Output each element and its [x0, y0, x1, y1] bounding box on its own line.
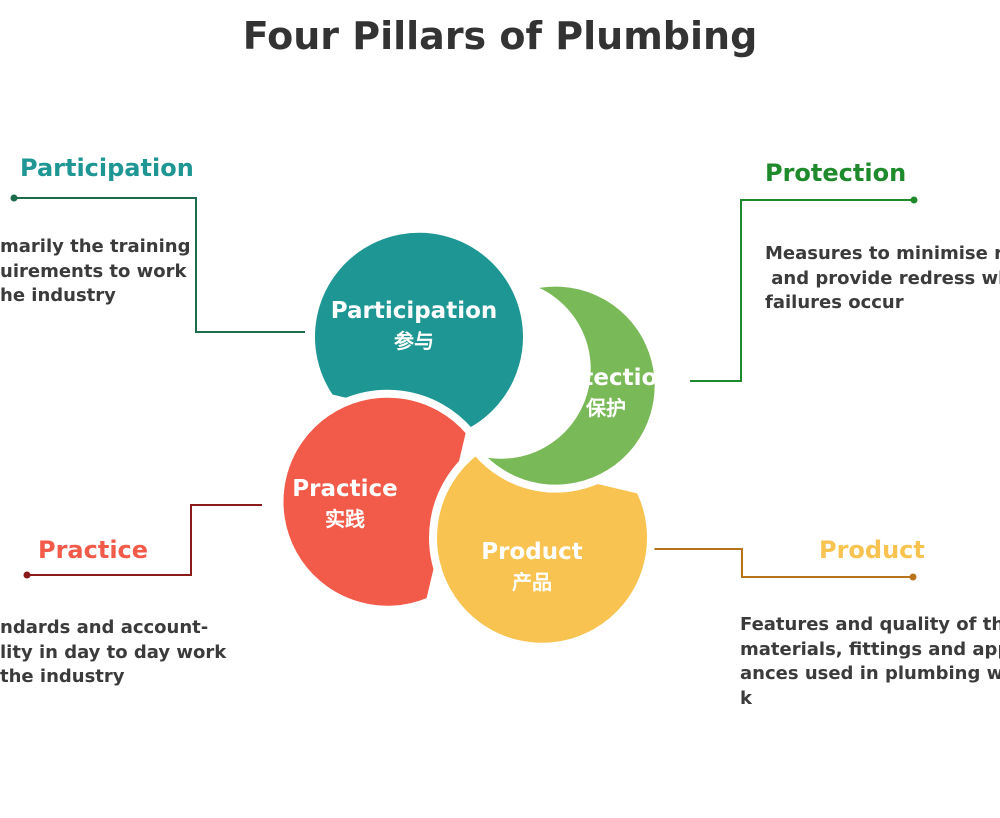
protection-connector [690, 199, 914, 382]
practice-connector [27, 504, 262, 576]
product-desc-line: k [740, 687, 752, 709]
participation-petal-label: Participation [331, 298, 498, 324]
participation-desc-line: marily the training [0, 236, 191, 257]
product-petal-shape [429, 447, 655, 651]
participation-side-title: Participation [20, 154, 194, 182]
participation-desc-line: uirements to work [0, 260, 187, 282]
protection-connector-dot [910, 196, 918, 204]
practice-desc-line: ndards and account- [0, 617, 209, 638]
participation-petal-shape [307, 224, 531, 436]
protection-side-title: Protection [765, 159, 907, 187]
participation-desc-line: he industry [0, 285, 116, 306]
participation-connector [14, 197, 305, 333]
practice-petal: Practice 实践 [275, 389, 474, 614]
protection-petal: Protection 保护 [472, 278, 674, 493]
protection-desc-line: failures occur [765, 292, 904, 313]
product-description: Features and quality of the materials, f… [740, 613, 1000, 711]
practice-petal-label: Practice [292, 476, 397, 502]
protection-description: Measures to minimise ri and provide redr… [765, 242, 1000, 316]
participation-petal-label-zh: 参与 [394, 329, 434, 353]
protection-desc-line: and provide redress wh [765, 267, 1000, 289]
product-side-title: Product [819, 536, 925, 564]
practice-desc-line: lity in day to day work [0, 641, 227, 663]
participation-connector-dot [10, 194, 18, 202]
practice-connector-dot [23, 571, 31, 579]
protection-desc-line: Measures to minimise ri [765, 243, 1000, 264]
page-title: Four Pillars of Plumbing [242, 14, 758, 58]
product-petal-label: Product [481, 539, 582, 565]
protection-petal-label: Protection [538, 365, 673, 391]
product-petal: Product 产品 [429, 447, 655, 651]
participation-description: marily the training uirements to work he… [0, 235, 191, 309]
practice-petal-shape [275, 389, 474, 614]
product-desc-line: Features and quality of the [740, 614, 1000, 635]
participation-petal: Participation 参与 [307, 224, 531, 436]
product-desc-line: materials, fittings and app [740, 638, 1000, 660]
product-connector [648, 548, 913, 578]
practice-petal-label-zh: 实践 [325, 507, 365, 531]
practice-description: ndards and account- lity in day to day w… [0, 616, 226, 690]
practice-side-title: Practice [38, 536, 149, 564]
practice-desc-line: the industry [0, 666, 125, 687]
product-petal-label-zh: 产品 [512, 570, 552, 594]
product-desc-line: ances used in plumbing wo [740, 663, 1000, 684]
product-connector-dot [909, 573, 917, 581]
protection-petal-shape [472, 278, 663, 493]
protection-petal-label-zh: 保护 [585, 396, 626, 420]
